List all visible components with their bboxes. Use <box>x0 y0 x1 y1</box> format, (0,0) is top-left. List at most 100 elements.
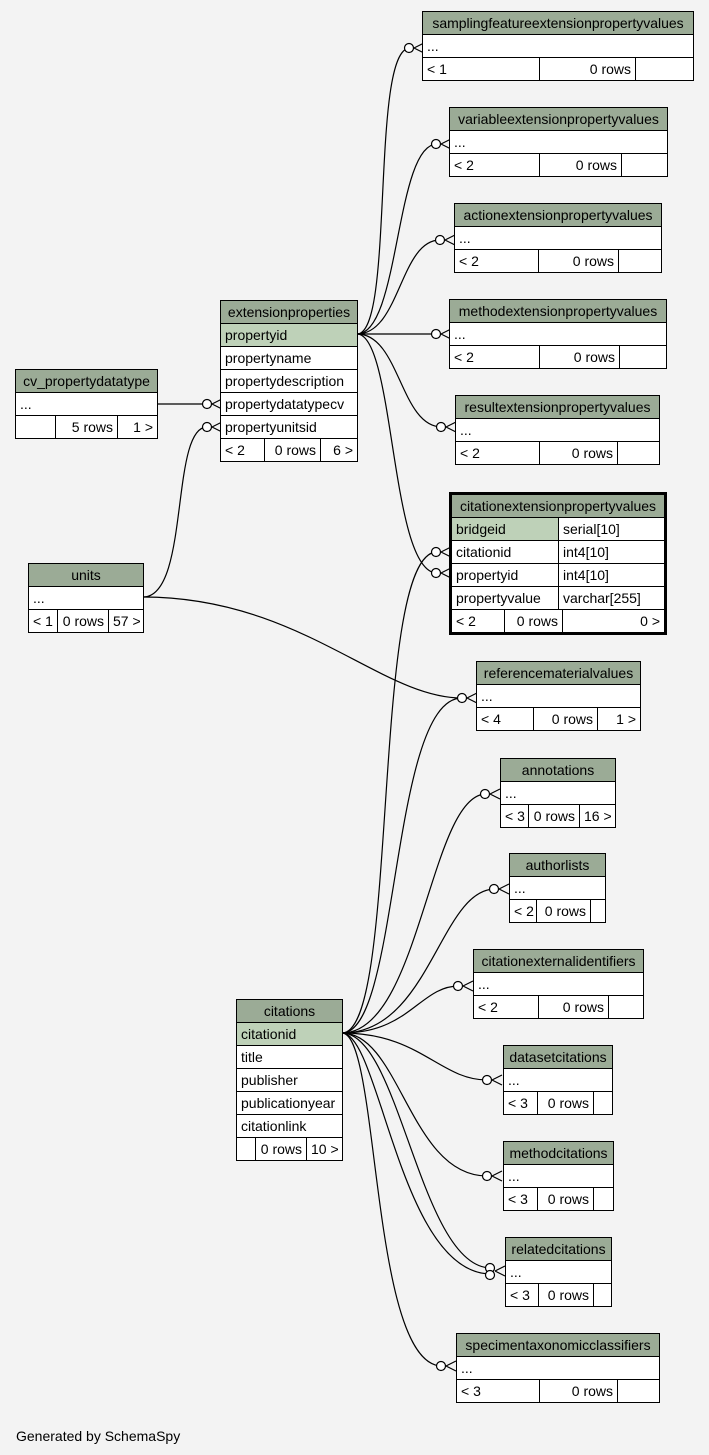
optional-end-marker <box>481 1074 493 1086</box>
table-footer: < 2 0 rows <box>455 250 661 272</box>
column-row: propertyunitsid <box>221 416 357 439</box>
table-title[interactable]: annotations <box>501 759 615 782</box>
table-footer: < 3 0 rows <box>504 1188 613 1210</box>
parents-count: < 2 <box>514 903 534 919</box>
column-name: propertyvalue <box>456 590 541 606</box>
table-title[interactable]: methodextensionpropertyvalues <box>450 300 666 323</box>
children-count <box>590 900 605 922</box>
column-name: propertyid <box>456 567 519 583</box>
table-title[interactable]: referencematerialvalues <box>477 662 640 685</box>
table-title[interactable]: cv_propertydatatype <box>16 370 157 393</box>
table-title[interactable]: actionextensionpropertyvalues <box>455 204 661 227</box>
children-count: 1 > <box>597 708 640 730</box>
table-title[interactable]: citationexternalidentifiers <box>474 950 643 973</box>
column-row: ... <box>29 587 143 610</box>
column-row: citationlink <box>237 1115 342 1138</box>
row-count: 0 rows <box>539 154 621 176</box>
relation-line <box>356 239 441 335</box>
table-title[interactable]: authorlists <box>510 854 605 877</box>
children-count: 10 > <box>306 1138 342 1160</box>
optional-end-marker <box>452 980 464 992</box>
table-title[interactable]: variableextensionpropertyvalues <box>450 108 667 131</box>
column-row: publisher <box>237 1069 342 1092</box>
column-row: ... <box>455 227 661 250</box>
parents-count: < 2 <box>478 999 498 1015</box>
table-title[interactable]: resultextensionpropertyvalues <box>456 396 659 419</box>
optional-end-marker <box>488 883 500 895</box>
table-annotations[interactable]: annotations ... < 3 0 rows 16 > <box>500 758 616 828</box>
table-specimentaxonomicclassifiers[interactable]: specimentaxonomicclassifiers ... < 3 0 r… <box>456 1333 660 1403</box>
table-methodcitations[interactable]: methodcitations ... < 3 0 rows <box>503 1141 614 1211</box>
table-relatedcitations[interactable]: relatedcitations ... < 3 0 rows <box>505 1237 612 1307</box>
table-title[interactable]: citations <box>237 1000 342 1023</box>
column-row: ... <box>16 393 157 416</box>
parents-count: < 4 <box>481 711 501 727</box>
optional-end-marker <box>430 328 442 340</box>
row-count: 0 rows <box>538 996 608 1018</box>
parents-count: < 1 <box>427 61 447 77</box>
children-count <box>617 442 659 464</box>
table-units[interactable]: units ... < 1 0 rows 57 > <box>28 563 144 633</box>
table-title[interactable]: datasetcitations <box>504 1046 612 1069</box>
table-title[interactable]: extensionproperties <box>221 301 357 324</box>
parents-count: < 2 <box>454 157 474 173</box>
crowfoot-marker <box>491 1170 503 1182</box>
table-samplingfeatureextensionpropertyvalues[interactable]: samplingfeatureextensionpropertyvalues .… <box>422 11 694 81</box>
generated-by-footer: Generated by SchemaSpy <box>16 1428 181 1444</box>
table-title[interactable]: methodcitations <box>504 1142 613 1165</box>
table-title[interactable]: samplingfeatureextensionpropertyvalues <box>423 12 693 35</box>
table-citations[interactable]: citations citationid title publisher pub… <box>236 999 343 1161</box>
column-row: ... <box>510 877 605 900</box>
table-footer: < 3 0 rows 16 > <box>501 805 615 827</box>
row-count: 5 rows <box>55 416 117 438</box>
table-title[interactable]: citationextensionpropertyvalues <box>452 495 664 518</box>
row-count: 0 rows <box>538 1284 593 1306</box>
column-type: int4[10] <box>558 541 664 563</box>
table-actionextensionpropertyvalues[interactable]: actionextensionpropertyvalues ... < 2 0 … <box>454 203 662 273</box>
table-resultextensionpropertyvalues[interactable]: resultextensionpropertyvalues ... < 2 0 … <box>455 395 660 465</box>
parents-count: < 3 <box>461 1383 481 1399</box>
parents-count: < 3 <box>505 808 525 824</box>
children-count <box>593 1188 613 1210</box>
children-count: 6 > <box>320 439 357 461</box>
column-row: title <box>237 1046 342 1069</box>
table-citationextensionpropertyvalues[interactable]: citationextensionpropertyvalues bridgeid… <box>449 492 667 635</box>
parents-count <box>16 416 55 438</box>
children-count: 0 > <box>562 610 664 632</box>
primary-key-column: citationid <box>237 1023 342 1046</box>
table-footer: < 4 0 rows 1 > <box>477 708 640 730</box>
row-count: 0 rows <box>539 442 617 464</box>
table-authorlists[interactable]: authorlists ... < 2 0 rows <box>509 853 606 923</box>
column-row: ... <box>506 1261 611 1284</box>
optional-end-marker <box>435 421 447 433</box>
column-row: ... <box>450 323 666 346</box>
table-extensionproperties[interactable]: extensionproperties propertyid propertyn… <box>220 300 358 462</box>
table-title[interactable]: relatedcitations <box>506 1238 611 1261</box>
table-variableextensionpropertyvalues[interactable]: variableextensionpropertyvalues ... < 2 … <box>449 107 668 177</box>
column-row: ... <box>504 1069 612 1092</box>
table-referencematerialvalues[interactable]: referencematerialvalues ... < 4 0 rows 1… <box>476 661 641 731</box>
optional-end-marker <box>479 788 491 800</box>
table-title[interactable]: specimentaxonomicclassifiers <box>457 1334 659 1357</box>
row-count: 0 rows <box>264 439 320 461</box>
table-methodextensionpropertyvalues[interactable]: methodextensionpropertyvalues ... < 2 0 … <box>449 299 667 369</box>
crowfoot-marker <box>491 1074 503 1086</box>
table-citationexternalidentifiers[interactable]: citationexternalidentifiers ... < 2 0 ro… <box>473 949 644 1019</box>
table-title[interactable]: units <box>29 564 143 587</box>
relation-line <box>341 985 460 1034</box>
crowfoot-marker <box>489 788 501 800</box>
children-count <box>593 1284 611 1306</box>
column-row: ... <box>501 782 615 805</box>
crowfoot-marker <box>466 692 478 704</box>
column-row: propertydescription <box>221 370 357 393</box>
relation-line <box>341 697 463 1034</box>
relation-line <box>356 47 411 335</box>
parents-count: < 3 <box>510 1287 530 1303</box>
table-datasetcitations[interactable]: datasetcitations ... < 3 0 rows <box>503 1045 613 1115</box>
table-footer: < 2 0 rows 6 > <box>221 439 357 461</box>
relation-line <box>356 143 438 335</box>
optional-end-marker <box>481 1170 493 1182</box>
table-cv_propertydatatype[interactable]: cv_propertydatatype ... 5 rows 1 > <box>15 369 158 439</box>
crowfoot-marker <box>498 883 510 895</box>
